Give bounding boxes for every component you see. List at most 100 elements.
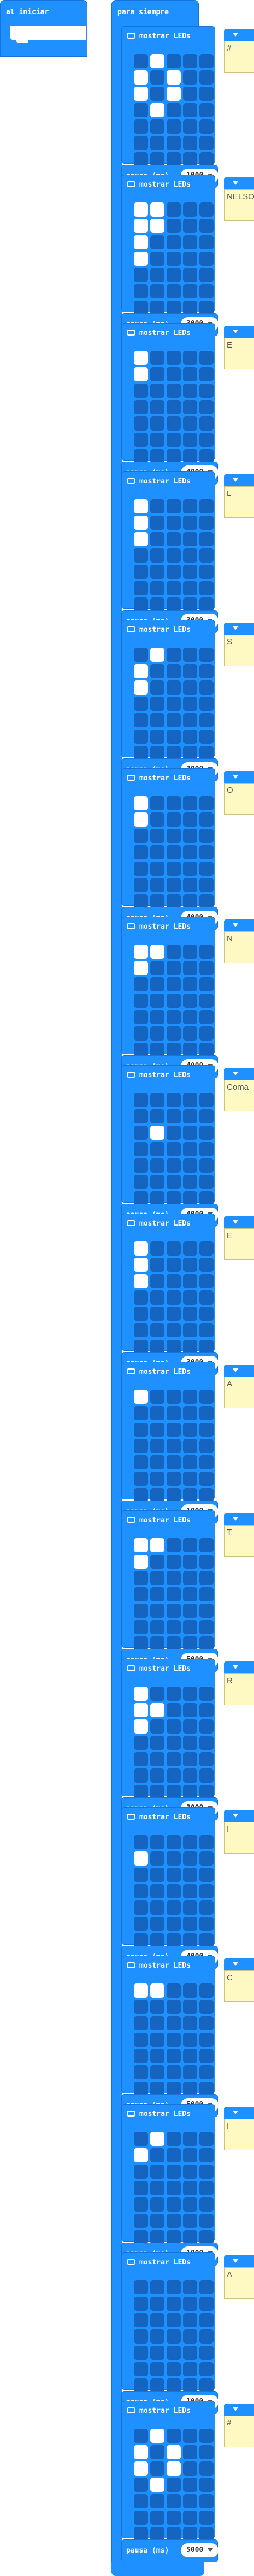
led-cell[interactable]: [199, 2346, 214, 2360]
led-cell[interactable]: [134, 1933, 148, 1947]
led-cell[interactable]: [183, 1571, 197, 1585]
led-cell[interactable]: [167, 70, 181, 85]
led-cell[interactable]: [134, 713, 148, 727]
led-cell[interactable]: [167, 2378, 181, 2393]
comment-text[interactable]: R: [224, 1673, 254, 1705]
led-grid[interactable]: [134, 1835, 214, 1947]
led-cell[interactable]: [183, 284, 197, 298]
led-cell[interactable]: [183, 1687, 197, 1701]
comment-text[interactable]: #: [224, 2416, 254, 2447]
comment-bubble[interactable]: N: [224, 919, 254, 963]
led-cell[interactable]: [167, 1983, 181, 1998]
led-cell[interactable]: [134, 1785, 148, 1799]
led-cell[interactable]: [183, 1472, 197, 1486]
comment-bubble[interactable]: Coma: [224, 1068, 254, 1111]
led-cell[interactable]: [150, 1307, 164, 1321]
led-cell[interactable]: [199, 2478, 214, 2492]
led-cell[interactable]: [134, 1093, 148, 1107]
led-cell[interactable]: [167, 1488, 181, 1502]
led-cell[interactable]: [134, 746, 148, 760]
led-grid[interactable]: [134, 1538, 214, 1651]
led-cell[interactable]: [167, 1455, 181, 1469]
led-cell[interactable]: [150, 1555, 164, 1569]
led-cell[interactable]: [150, 829, 164, 843]
led-cell[interactable]: [134, 2065, 148, 2079]
led-cell[interactable]: [134, 961, 148, 975]
led-cell[interactable]: [150, 1455, 164, 1469]
led-cell[interactable]: [150, 152, 164, 166]
led-cell[interactable]: [199, 367, 214, 381]
led-cell[interactable]: [199, 713, 214, 727]
led-cell[interactable]: [134, 2214, 148, 2228]
led-cell[interactable]: [183, 252, 197, 266]
led-cell[interactable]: [199, 1010, 214, 1024]
led-cell[interactable]: [199, 878, 214, 892]
led-cell[interactable]: [183, 730, 197, 744]
comment-bubble[interactable]: #: [224, 2404, 254, 2447]
led-cell[interactable]: [134, 219, 148, 233]
show-leds-block[interactable]: mostrar LEDs: [121, 1510, 215, 1651]
led-cell[interactable]: [199, 2329, 214, 2344]
led-cell[interactable]: [150, 449, 164, 463]
led-cell[interactable]: [199, 2280, 214, 2294]
led-cell[interactable]: [150, 1274, 164, 1288]
led-cell[interactable]: [134, 648, 148, 662]
led-grid[interactable]: [134, 351, 214, 463]
led-cell[interactable]: [183, 351, 197, 365]
led-cell[interactable]: [167, 2165, 181, 2179]
led-cell[interactable]: [167, 1538, 181, 1552]
led-cell[interactable]: [199, 2148, 214, 2162]
comment-header[interactable]: [224, 1958, 254, 1970]
led-cell[interactable]: [134, 730, 148, 744]
led-cell[interactable]: [167, 2016, 181, 2030]
led-cell[interactable]: [150, 103, 164, 117]
led-cell[interactable]: [134, 351, 148, 365]
comment-bubble[interactable]: E: [224, 326, 254, 369]
comment-header[interactable]: [224, 177, 254, 189]
led-cell[interactable]: [150, 2148, 164, 2162]
led-cell[interactable]: [150, 2527, 164, 2541]
led-cell[interactable]: [150, 894, 164, 909]
led-cell[interactable]: [134, 812, 148, 827]
led-cell[interactable]: [199, 648, 214, 662]
led-cell[interactable]: [134, 2511, 148, 2525]
led-cell[interactable]: [183, 136, 197, 150]
show-leds-block[interactable]: mostrar LEDs: [121, 2104, 215, 2244]
led-cell[interactable]: [167, 1884, 181, 1898]
led-cell[interactable]: [199, 845, 214, 859]
led-cell[interactable]: [167, 219, 181, 233]
led-cell[interactable]: [183, 680, 197, 695]
led-cell[interactable]: [150, 1390, 164, 1404]
led-cell[interactable]: [134, 1455, 148, 1469]
led-cell[interactable]: [167, 416, 181, 431]
led-cell[interactable]: [167, 1109, 181, 1123]
led-cell[interactable]: [167, 1555, 181, 1569]
led-cell[interactable]: [134, 878, 148, 892]
led-cell[interactable]: [183, 1043, 197, 1057]
led-cell[interactable]: [134, 548, 148, 563]
led-cell[interactable]: [199, 1835, 214, 1849]
led-cell[interactable]: [183, 862, 197, 876]
led-cell[interactable]: [183, 1093, 197, 1107]
led-cell[interactable]: [183, 2165, 197, 2179]
led-grid[interactable]: [134, 499, 214, 612]
led-cell[interactable]: [183, 1307, 197, 1321]
led-cell[interactable]: [167, 845, 181, 859]
led-cell[interactable]: [167, 2461, 181, 2476]
led-grid[interactable]: [134, 2132, 214, 2244]
led-cell[interactable]: [199, 565, 214, 579]
led-cell[interactable]: [150, 252, 164, 266]
led-cell[interactable]: [167, 351, 181, 365]
led-cell[interactable]: [167, 1158, 181, 1173]
led-cell[interactable]: [150, 2033, 164, 2047]
led-cell[interactable]: [150, 2082, 164, 2096]
led-grid[interactable]: [134, 1093, 214, 1205]
led-cell[interactable]: [199, 1538, 214, 1552]
led-cell[interactable]: [199, 829, 214, 843]
comment-bubble[interactable]: T: [224, 1513, 254, 1557]
led-cell[interactable]: [134, 1390, 148, 1404]
led-cell[interactable]: [167, 516, 181, 530]
led-cell[interactable]: [150, 136, 164, 150]
led-cell[interactable]: [199, 1290, 214, 1305]
led-cell[interactable]: [150, 1736, 164, 1750]
